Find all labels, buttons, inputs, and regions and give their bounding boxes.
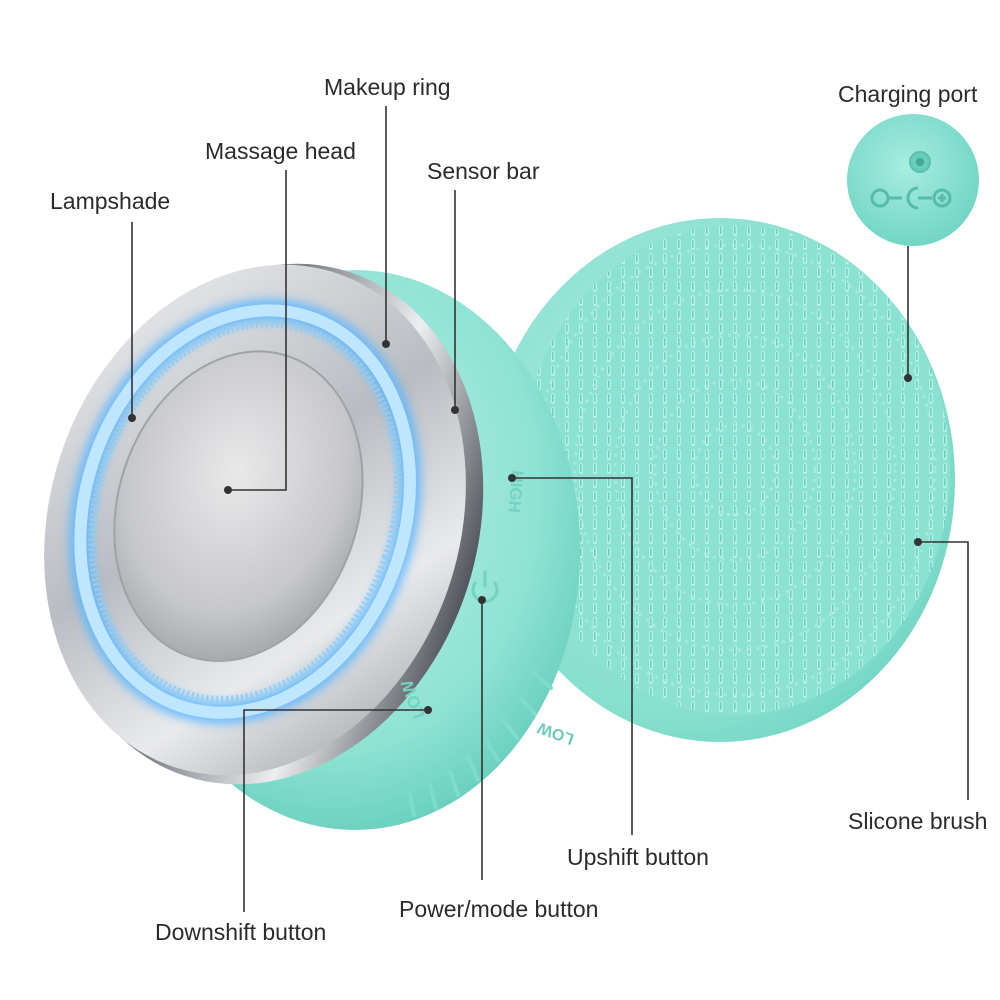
- massage-head-plate: [113, 350, 364, 662]
- label-upshift-button: Upshift button: [567, 844, 709, 870]
- front-bristle-fringe: [408, 672, 553, 817]
- charging-port-circle: [847, 114, 979, 246]
- lampshade-ticks: [88, 319, 402, 704]
- leader-upshift: [512, 477, 633, 835]
- label-downshift-button: Downshift button: [155, 919, 327, 945]
- label-massage-head: Massage head: [205, 138, 356, 164]
- leader-downshift: [243, 709, 428, 912]
- charging-port-inset: [847, 114, 979, 246]
- brush-bristle-field: [520, 225, 950, 715]
- dc-polarity-icon: [870, 186, 952, 210]
- front-device: HIGH LOW: [44, 263, 580, 830]
- silicone-brush-device: LOW: [485, 218, 955, 747]
- leader-lines: [131, 106, 969, 912]
- label-charging-port: Charging port: [838, 81, 978, 107]
- brush-low-marking: LOW: [535, 718, 577, 747]
- label-sensor-bar: Sensor bar: [427, 158, 540, 184]
- lampshade-ring: [74, 304, 416, 719]
- leader-silicone: [918, 541, 969, 800]
- leader-massage-head: [228, 170, 287, 491]
- high-marking: HIGH: [504, 470, 527, 514]
- label-makeup-ring: Makeup ring: [324, 74, 451, 100]
- leader-dots: [128, 340, 922, 714]
- label-silicone-brush: Slicone brush: [848, 808, 988, 834]
- label-power-mode-button: Power/mode button: [399, 896, 599, 922]
- label-lampshade: Lampshade: [50, 188, 171, 214]
